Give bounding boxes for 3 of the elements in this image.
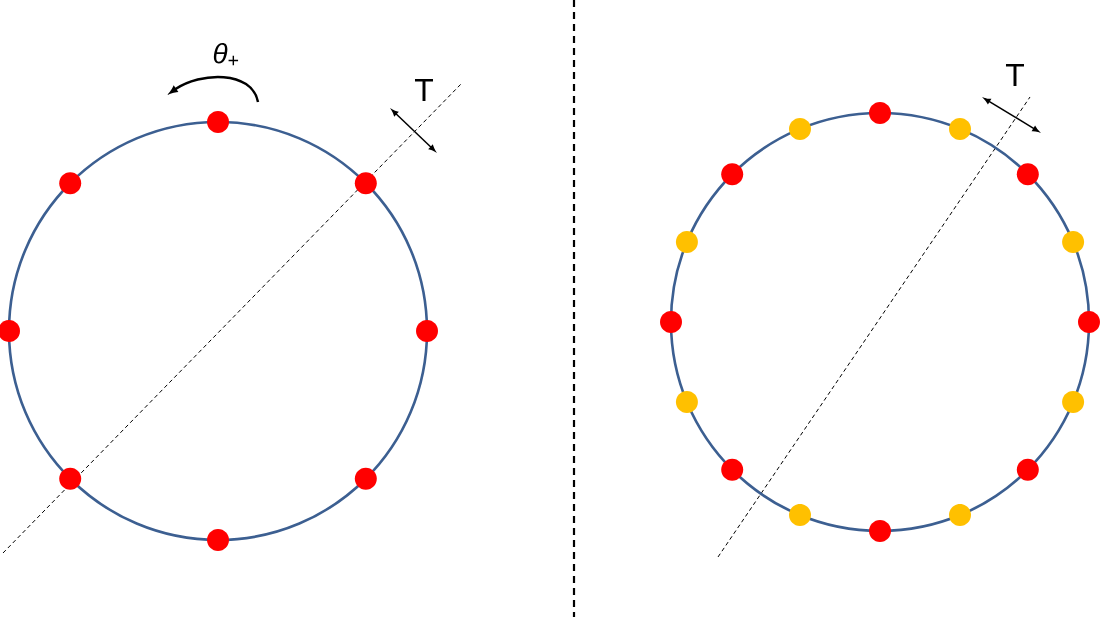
symbol-label: T (1006, 64, 1024, 86)
symbol-label: T (415, 79, 433, 101)
symbol-label: θ$_{+}$ (213, 43, 239, 66)
